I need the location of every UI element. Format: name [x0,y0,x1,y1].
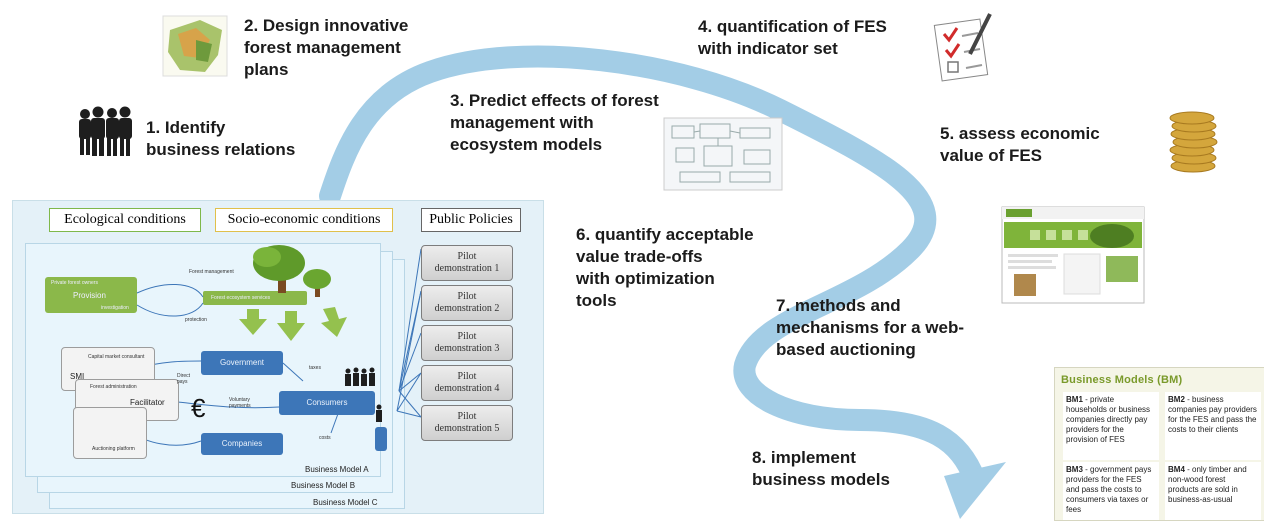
step-6-label: 6. quantify acceptable value trade-offs … [576,225,754,310]
step-2-label: 2. Design innovative forest management p… [244,16,409,79]
private-owners-label: Private forest owners [51,280,98,286]
pilot-5-line1: Pilot [457,411,477,422]
consumers-node: Consumers [279,391,375,415]
bm3-text: - government pays providers for the FES … [1066,465,1152,514]
euro-symbol: € [191,393,206,423]
investigation-label: investigation [101,305,129,311]
business-model-b-label: Business Model B [291,481,356,490]
bm4-text: - only timber and non-wood forest produc… [1168,465,1247,504]
protection-label: protection [185,317,207,323]
step-8-label: 8. implement business models [752,448,890,489]
consumers-label: Consumers [306,398,348,407]
provider-node: Private forest owners Provision investig… [45,277,137,313]
auctioning-label: Auctioning platform [92,446,135,452]
costs-label: costs [319,435,331,441]
pilot-4-line1: Pilot [457,371,477,382]
companies-label: Companies [221,439,263,448]
capital-market-label: Capital market consultant [88,354,145,360]
bm2-label: BM2 [1168,395,1185,404]
bm2-text: - business companies pay providers for t… [1168,395,1257,434]
forest-management-label: Forest management [189,269,234,275]
consumers-node-shadow [375,427,387,451]
pilot-1-line1: Pilot [457,251,477,262]
provision-label: Provision [73,291,106,300]
pilot-1-line2: demonstration 1 [434,263,500,274]
step-1-label: 1. Identify business relations [146,118,296,159]
business-models-legend: Business Models (BM) BM1 - private house… [1054,367,1264,521]
pilot-3-line1: Pilot [457,331,477,342]
bm4-label: BM4 [1168,465,1185,474]
bm1-description: BM1 - private households or business com… [1063,392,1159,460]
business-model-schematic: Ecological conditions Socio-economic con… [12,200,544,514]
pilot-2-line1: Pilot [457,291,477,302]
facilitator-label: Facilitator [130,398,165,407]
bm3-label: BM3 [1066,465,1083,474]
government-node: Government [201,351,283,375]
fes-node: Forest ecosystem services [203,291,307,305]
step-3-label: 3. Predict effects of forest management … [450,91,659,154]
business-model-c-label: Business Model C [313,498,378,507]
auctioning-platform-card: Auctioning platform [73,407,147,459]
bm1-label: BM1 [1066,395,1083,404]
direct-pays-label: Direct pays [177,373,191,385]
business-model-a-label: Business Model A [305,465,369,474]
taxes-label: taxes [309,365,321,371]
bm1-text: - private households or business compani… [1066,395,1151,444]
header-socio-economic-conditions: Socio-economic conditions [215,208,393,232]
bm3-description: BM3 - government pays providers for the … [1063,462,1159,520]
government-label: Government [219,358,265,367]
business-models-title: Business Models (BM) [1061,374,1183,386]
pilot-4-line2: demonstration 4 [434,383,500,394]
fes-node-label: Forest ecosystem services [211,295,271,301]
step-4-label: 4. quantification of FES with indicator … [698,17,887,58]
bm4-description: BM4 - only timber and non-wood forest pr… [1165,462,1261,520]
header-ecological-conditions: Ecological conditions [49,208,201,232]
forest-admin-label: Forest administration [90,384,137,390]
smi-label: SMI [70,372,85,381]
pilot-2-line2: demonstration 2 [434,303,500,314]
voluntary-payment-label: Voluntary payments [229,397,251,409]
companies-node: Companies [201,433,283,455]
step-5-label: 5. assess economic value of FES [940,124,1100,165]
step-7-label: 7. methods and mechanisms for a web- bas… [776,296,965,359]
pilot-3-line2: demonstration 3 [434,343,500,354]
pilot-5-line2: demonstration 5 [434,423,500,434]
header-public-policies: Public Policies [421,208,521,232]
bm2-description: BM2 - business companies pay providers f… [1165,392,1261,460]
